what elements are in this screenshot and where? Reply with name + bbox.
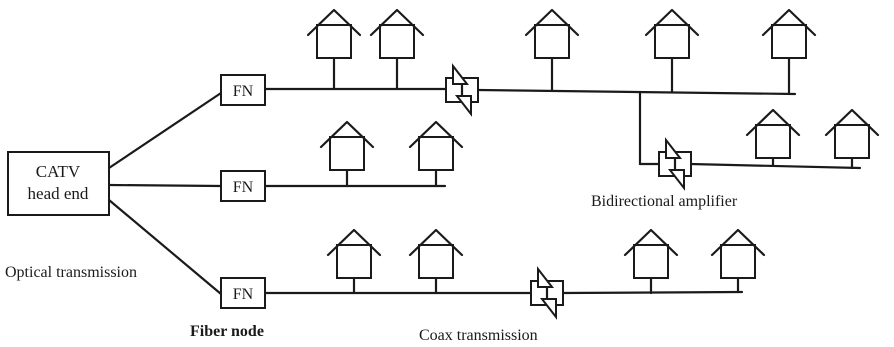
fiber-node-label: FN: [233, 179, 254, 196]
house-icon: [524, 8, 580, 92]
house-icon: [306, 8, 362, 91]
house-icon: [319, 120, 375, 188]
optical-transmission-label: Optical transmission: [5, 264, 137, 281]
fiber-node-bottom: FN: [220, 277, 266, 309]
coax-transmission-label: Coax transmission: [419, 327, 538, 344]
house-icon: [824, 108, 880, 170]
house-icon: [710, 228, 766, 294]
amplifier-icon: [445, 63, 479, 117]
fiber-node-caption: Fiber node: [190, 323, 264, 340]
head-end-box: [7, 151, 110, 216]
coax-branch-right: [688, 162, 862, 170]
amplifier-icon: [530, 266, 564, 320]
optical-link-bottom: [107, 198, 223, 296]
house-icon: [408, 120, 464, 188]
houses: [306, 8, 880, 295]
fiber-node-label: FN: [233, 83, 254, 100]
house-icon: [326, 228, 382, 295]
coax-trunk-top-b: [476, 88, 797, 96]
house-icon: [761, 8, 817, 96]
fiber-node-top: FN: [220, 74, 266, 106]
house-icon: [644, 8, 700, 94]
coax-lines: [263, 87, 862, 295]
head-end-line1: CATV: [36, 162, 81, 181]
house-icon: [408, 228, 464, 295]
head-end: CATV head end: [7, 151, 110, 216]
house-icon: [369, 8, 425, 91]
house-icon: [745, 108, 801, 167]
optical-link-middle: [107, 183, 223, 188]
optical-link-top: [107, 91, 223, 170]
fiber-node-label: FN: [233, 286, 254, 303]
house-icon: [623, 228, 679, 295]
bidirectional-amplifier-label: Bidirectional amplifier: [591, 193, 738, 210]
head-end-line2: head end: [28, 184, 89, 203]
amplifier-icon: [658, 137, 692, 191]
fiber-node-middle: FN: [220, 170, 266, 202]
optical-links: [107, 91, 223, 296]
